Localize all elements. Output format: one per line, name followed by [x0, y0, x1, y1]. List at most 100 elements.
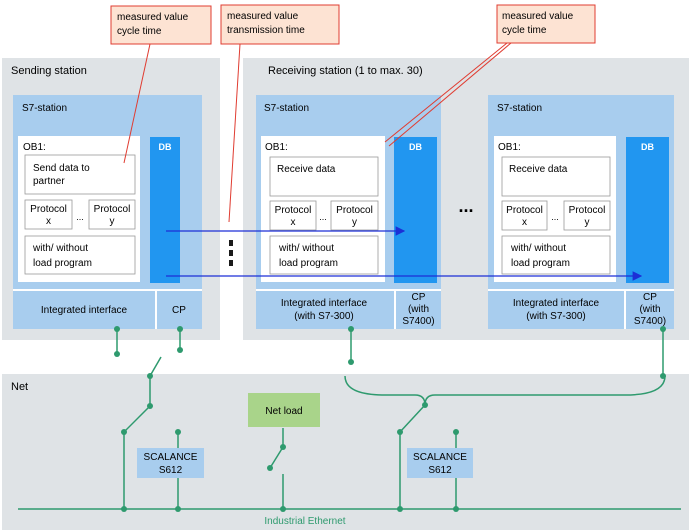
sending-s7-station: S7-station OB1: Send data to partner Pro… — [13, 95, 202, 329]
receiving-1-cp-line1: CP — [412, 292, 426, 303]
receiving-2-cp-line3: S7400) — [634, 316, 666, 327]
node-receiving-switch-bottom — [397, 429, 403, 435]
receiving-1-receive-box — [269, 156, 379, 197]
receiving-1-receive-label: Receive data — [277, 164, 336, 175]
sending-protocol-dots: ... — [76, 212, 84, 222]
receiving-2-protocol-dots: ... — [551, 212, 559, 222]
node-receiving-switch-top — [422, 402, 428, 408]
receiving-2-load-program-box — [501, 235, 611, 275]
receiving-2-interface-line1: Integrated interface — [513, 298, 600, 309]
receiving-2-load-line2: load program — [511, 258, 570, 269]
callout-middle-line2: transmission time — [227, 25, 305, 36]
callout-cycle-time-right: measured value cycle time — [384, 4, 596, 147]
scalance-left: SCALANCE S612 — [137, 448, 204, 478]
receiving-2-protocol-y-line2: y — [585, 217, 590, 228]
send-data-line2: partner — [33, 176, 65, 187]
receiving-1-db-label: DB — [409, 142, 422, 152]
net-title: Net — [11, 381, 28, 393]
receiving-2-protocol-x-box — [501, 200, 548, 231]
node-receiving-1-interface — [348, 326, 354, 332]
receiving-1-protocol-dots: ... — [319, 212, 327, 222]
receiving-2-cp-box — [626, 291, 674, 329]
node-bus-4 — [397, 506, 403, 512]
sending-load-line1: with/ without — [32, 243, 88, 254]
callout-right-pointer-2 — [388, 42, 512, 147]
sending-protocol-y-box — [88, 199, 136, 230]
transmission-marker-dot-2 — [229, 250, 233, 256]
scalance-left-box — [137, 448, 204, 478]
sending-protocol-y-line2: y — [110, 216, 115, 227]
net-load-label: Net load — [265, 406, 302, 417]
node-sending-switch-mid — [147, 403, 153, 409]
sending-ob1-label: OB1: — [23, 142, 46, 153]
receiving-1-protocol-y-line2: y — [352, 217, 357, 228]
receiving-1-protocol-x-line1: Protocol — [275, 205, 312, 216]
callout-transmission-time: measured value transmission time — [220, 4, 340, 223]
callout-left-box — [110, 5, 212, 45]
receiving-2-receive-box — [501, 156, 611, 197]
receiving-2-ob1-label: OB1: — [498, 142, 521, 153]
receiving-station-title: Receiving station (1 to max. 30) — [268, 65, 423, 77]
node-bus-5 — [453, 506, 459, 512]
receiving-s7-station-1: S7-station OB1: Receive data Protocol x … — [256, 95, 441, 329]
receiving-stations-ellipsis: ... — [458, 196, 473, 216]
net-load: Net load — [248, 393, 320, 427]
receiving-1-load-line2: load program — [279, 258, 338, 269]
receiving-1-cp-box — [396, 291, 441, 329]
receiving-s7-station-2: S7-station OB1: Receive data Protocol x … — [488, 95, 674, 329]
receiving-2-s7-label: S7-station — [497, 103, 542, 114]
node-net-load-mid — [267, 465, 273, 471]
callout-middle-pointer — [228, 43, 241, 223]
receiving-1-db-block — [394, 137, 437, 283]
transmission-marker-dot-1 — [229, 240, 233, 246]
scalance-right: SCALANCE S612 — [407, 448, 473, 478]
receiving-1-protocol-x-box — [269, 200, 317, 231]
sending-protocol-x-line2: x — [46, 216, 51, 227]
node-sending-interface — [114, 326, 120, 332]
scalance-right-box — [407, 448, 473, 478]
node-sending-cp-low — [177, 347, 183, 353]
net-load-box — [248, 393, 320, 427]
sending-load-program-box — [24, 235, 136, 275]
transmission-marker-dot-3 — [229, 260, 233, 266]
receiving-1-protocol-y-line1: Protocol — [336, 205, 373, 216]
receiving-1-interface-line1: Integrated interface — [281, 298, 368, 309]
callout-right-line2: cycle time — [502, 25, 547, 36]
receiving-1-ob1-label: OB1: — [265, 142, 288, 153]
callout-cycle-time-left: measured value cycle time — [110, 5, 212, 164]
sending-switch-blade-1 — [149, 356, 162, 377]
node-bus-1 — [121, 506, 127, 512]
node-sending-scalance-top — [175, 429, 181, 435]
receiving-2-protocol-y-box — [563, 200, 611, 231]
scalance-left-line2: S612 — [159, 465, 183, 476]
receiving-2-cp-line2: (with — [639, 304, 660, 315]
node-bus-3 — [280, 506, 286, 512]
sending-db-block — [150, 137, 180, 283]
sending-station-title: Sending station — [11, 65, 87, 77]
receiving-1-interface-box — [256, 291, 394, 329]
receiving-1-cp-line2: (with — [408, 304, 429, 315]
sending-protocol-x-box — [24, 199, 73, 230]
receiving-1-s7-label: S7-station — [264, 103, 309, 114]
send-data-box — [24, 154, 136, 195]
node-receiving-1-interface-low — [348, 359, 354, 365]
callout-left-pointer — [123, 43, 151, 164]
sending-switch-blade-2 — [123, 405, 151, 433]
callout-left-line1: measured value — [117, 12, 189, 23]
node-sending-cp — [177, 326, 183, 332]
node-net-load-top — [280, 444, 286, 450]
node-sending-switch-top — [147, 373, 153, 379]
receiving-1-load-program-box — [269, 235, 379, 275]
receiving-2-protocol-x-line1: Protocol — [506, 205, 543, 216]
sending-protocol-y-line1: Protocol — [94, 204, 131, 215]
callout-middle-box — [220, 4, 340, 45]
node-sending-switch-bottom — [121, 429, 127, 435]
scalance-left-line1: SCALANCE — [144, 452, 198, 463]
receiving-2-interface-line2: (with S7-300) — [526, 311, 585, 322]
industrial-ethernet-label: Industrial Ethernet — [264, 516, 345, 527]
receiving-2-db-block — [626, 137, 669, 283]
connection-points — [114, 326, 666, 512]
sending-interface-box — [13, 291, 155, 329]
receiving-2-receive-label: Receive data — [509, 164, 568, 175]
